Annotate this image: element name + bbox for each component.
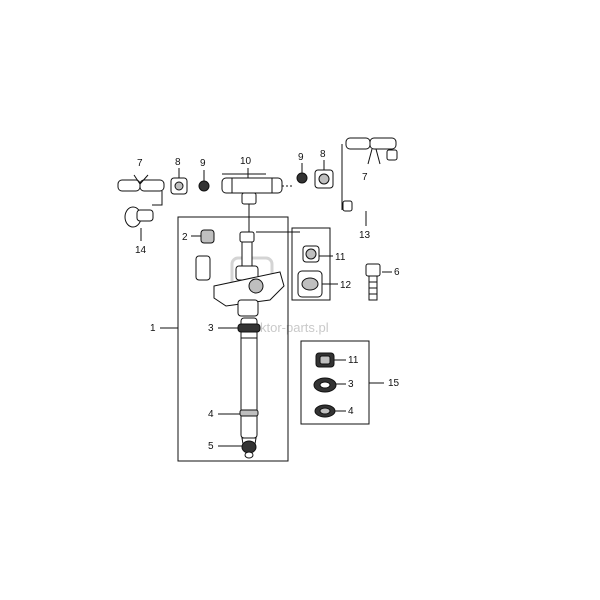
bracket-7-14 — [152, 191, 163, 206]
part-8-left — [170, 168, 188, 195]
label-2: 2 — [182, 232, 188, 243]
label-1: 1 — [150, 323, 156, 334]
label-7a: 7 — [137, 158, 143, 169]
label-8a: 8 — [175, 157, 181, 168]
part-2-cap — [191, 229, 215, 244]
part-7-right — [345, 137, 397, 165]
part-11-nut — [302, 245, 333, 263]
label-9b: 9 — [298, 152, 304, 163]
label-9a: 9 — [200, 158, 206, 169]
label-15: 15 — [388, 378, 400, 389]
part-8-right — [314, 160, 334, 189]
label-4a: 4 — [208, 409, 214, 420]
injector-body — [195, 231, 285, 459]
part-6-bolt — [365, 263, 392, 301]
part-9-left — [198, 170, 210, 192]
part-7-left — [117, 174, 165, 192]
watermark-text: ktor-parts.pl — [260, 320, 329, 335]
label-7b: 7 — [362, 172, 368, 183]
label-4b: 4 — [348, 406, 354, 417]
label-6: 6 — [394, 267, 400, 278]
part-11-seal — [315, 352, 346, 368]
label-12: 12 — [340, 280, 352, 291]
part-10-tee — [221, 168, 283, 205]
label-10: 10 — [240, 156, 252, 167]
part-14 — [124, 206, 154, 241]
nut-parts-frame — [291, 227, 331, 301]
label-11a: 11 — [335, 252, 346, 263]
label-14: 14 — [135, 245, 147, 256]
label-5: 5 — [208, 441, 214, 452]
label-3a: 3 — [208, 323, 214, 334]
part-12-nut — [297, 270, 338, 298]
part-9-right — [296, 163, 308, 184]
label-13: 13 — [359, 230, 371, 241]
part-13-pipe — [342, 149, 398, 226]
label-3b: 3 — [348, 379, 354, 390]
label-11b: 11 — [348, 355, 359, 366]
label-8b: 8 — [320, 149, 326, 160]
part-3-washer — [313, 377, 346, 393]
part-4-washer — [314, 404, 346, 418]
injector-assembly-frame — [177, 216, 289, 462]
